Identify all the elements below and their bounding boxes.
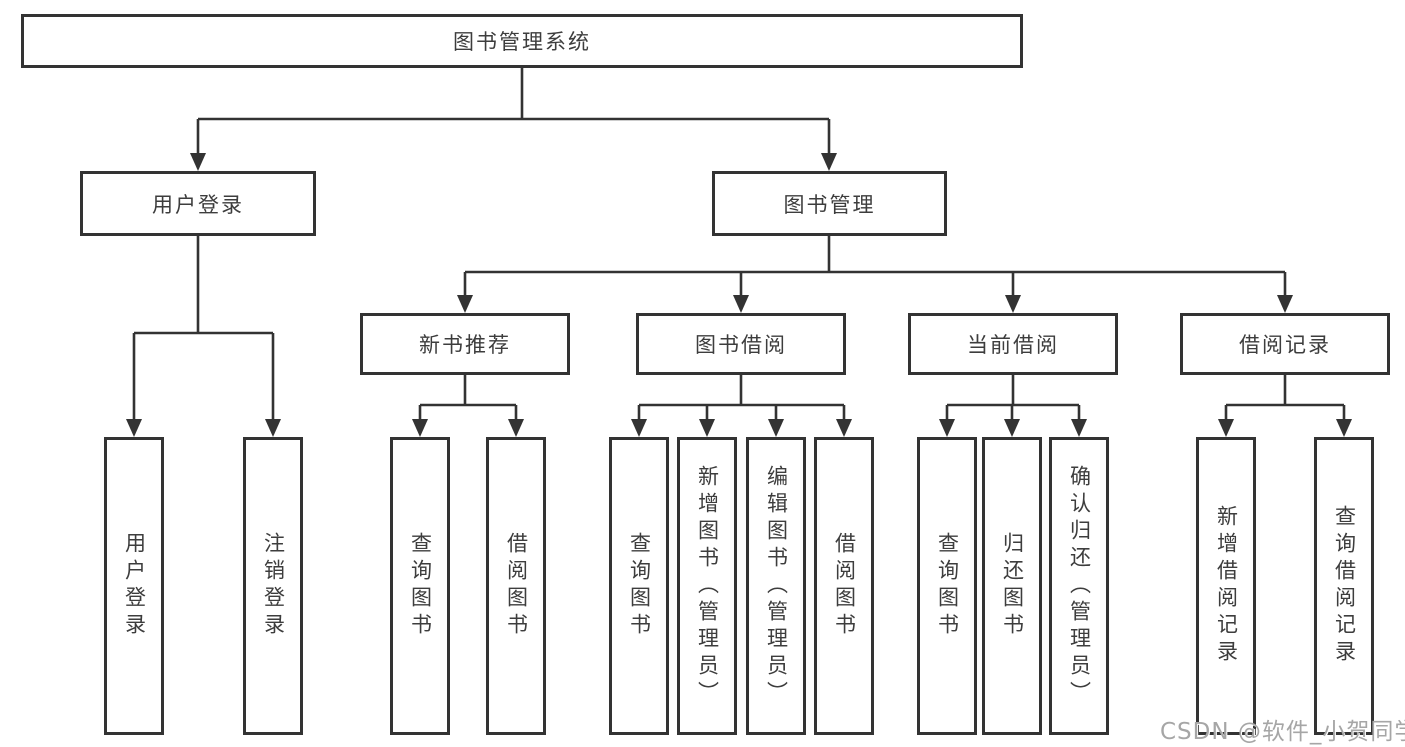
node-borrow-records: 借阅记录	[1180, 313, 1390, 375]
leaf-add-borrow-record: 新增借阅记录	[1196, 437, 1256, 735]
leaf-user-login: 用户登录	[104, 437, 164, 735]
node-new-book-recommend: 新书推荐	[360, 313, 570, 375]
leaf-label: 确认归还（管理员）	[1067, 464, 1092, 708]
node-user-login: 用户登录	[80, 171, 316, 236]
leaf-confirm-return-admin: 确认归还（管理员）	[1049, 437, 1109, 735]
leaf-edit-book-admin: 编辑图书（管理员）	[746, 437, 806, 735]
leaf-query-books-current: 查询图书	[917, 437, 977, 735]
node-label: 图书借阅	[695, 333, 787, 357]
leaf-label: 编辑图书（管理员）	[764, 464, 789, 708]
leaf-label: 用户登录	[122, 532, 147, 640]
node-label: 用户登录	[152, 192, 244, 217]
leaf-query-books-borrowing: 查询图书	[609, 437, 669, 735]
leaf-logout: 注销登录	[243, 437, 303, 735]
leaf-query-books-recommend: 查询图书	[390, 437, 450, 735]
leaf-query-borrow-record: 查询借阅记录	[1314, 437, 1374, 735]
leaf-label: 查询图书	[627, 532, 652, 640]
leaf-borrow-book-recommend: 借阅图书	[486, 437, 546, 735]
leaf-label: 注销登录	[261, 532, 286, 640]
node-book-borrowing: 图书借阅	[636, 313, 846, 375]
leaf-label: 归还图书	[1000, 532, 1025, 640]
leaf-label: 借阅图书	[504, 532, 529, 640]
node-label: 图书管理系统	[453, 30, 591, 54]
node-book-management: 图书管理	[712, 171, 947, 236]
node-label: 当前借阅	[967, 333, 1059, 357]
leaf-add-book-admin: 新增图书（管理员）	[677, 437, 737, 735]
leaf-label: 查询图书	[408, 532, 433, 640]
node-label: 新书推荐	[419, 333, 511, 357]
leaf-borrow-book: 借阅图书	[814, 437, 874, 735]
node-label: 图书管理	[783, 192, 876, 217]
node-label: 借阅记录	[1239, 333, 1331, 357]
leaf-return-book: 归还图书	[982, 437, 1042, 735]
leaf-label: 新增借阅记录	[1214, 505, 1239, 667]
csdn-watermark: CSDN @软件_小贺同学	[1160, 719, 1405, 745]
leaf-label: 查询图书	[935, 532, 960, 640]
leaf-label: 查询借阅记录	[1332, 505, 1357, 667]
leaf-label: 新增图书（管理员）	[695, 464, 720, 708]
node-current-borrowing: 当前借阅	[908, 313, 1118, 375]
leaf-label: 借阅图书	[832, 532, 857, 640]
node-system-root: 图书管理系统	[21, 14, 1023, 68]
